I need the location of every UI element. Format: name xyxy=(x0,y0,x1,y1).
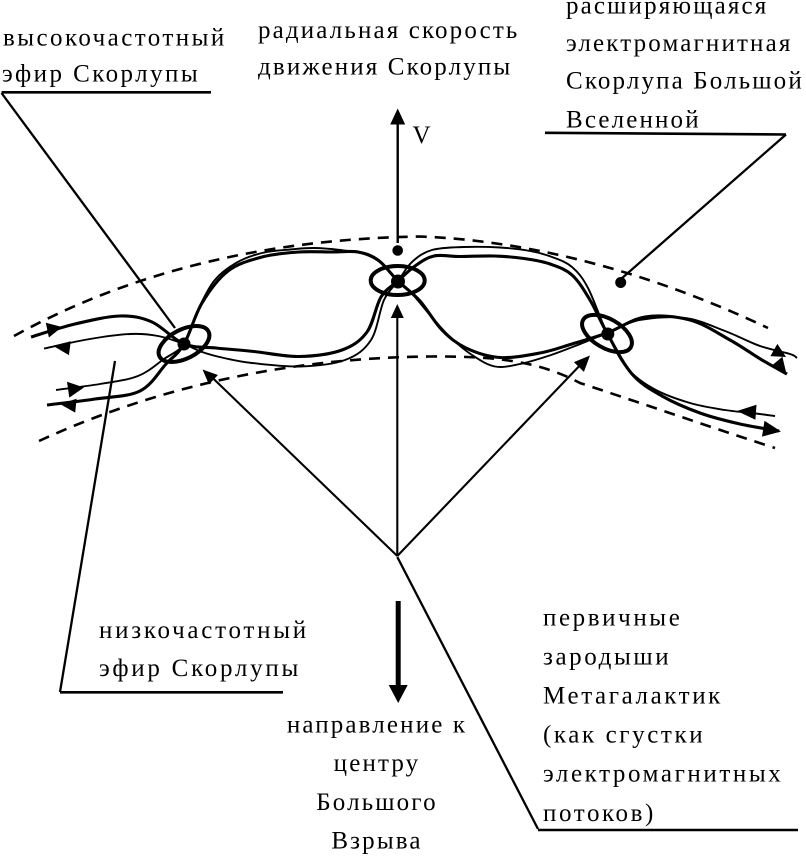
svg-text:электромагнитных: электромагнитных xyxy=(543,761,783,788)
svg-text:радиальная скорость: радиальная скорость xyxy=(258,17,519,44)
svg-text:Большого: Большого xyxy=(316,789,438,816)
svg-text:электромагнитная: электромагнитная xyxy=(566,30,792,57)
svg-text:центру: центру xyxy=(334,750,421,777)
svg-text:Взрыва: Взрыва xyxy=(331,828,422,855)
svg-text:зародыши: зародыши xyxy=(543,644,671,671)
svg-text:движения Скорлупы: движения Скорлупы xyxy=(258,53,512,80)
svg-text:Вселенной: Вселенной xyxy=(566,107,701,134)
svg-text:расширяющаяся: расширяющаяся xyxy=(566,0,768,20)
svg-text:Скорлупа Большой: Скорлупа Большой xyxy=(566,68,804,95)
svg-text:высокочастотный: высокочастотный xyxy=(3,25,227,52)
svg-text:(как сгустки: (как сгустки xyxy=(543,722,705,749)
svg-text:направление к: направление к xyxy=(287,712,467,739)
svg-text:эфир Скорлупы: эфир Скорлупы xyxy=(2,61,200,88)
svg-text:V: V xyxy=(413,122,433,149)
svg-text:низкочастотный: низкочастотный xyxy=(99,617,309,644)
svg-text:первичные: первичные xyxy=(543,605,682,632)
svg-text:потоков): потоков) xyxy=(543,800,656,827)
svg-text:Метагалактик: Метагалактик xyxy=(543,683,723,710)
svg-text:эфир Скорлупы: эфир Скорлупы xyxy=(99,655,301,682)
